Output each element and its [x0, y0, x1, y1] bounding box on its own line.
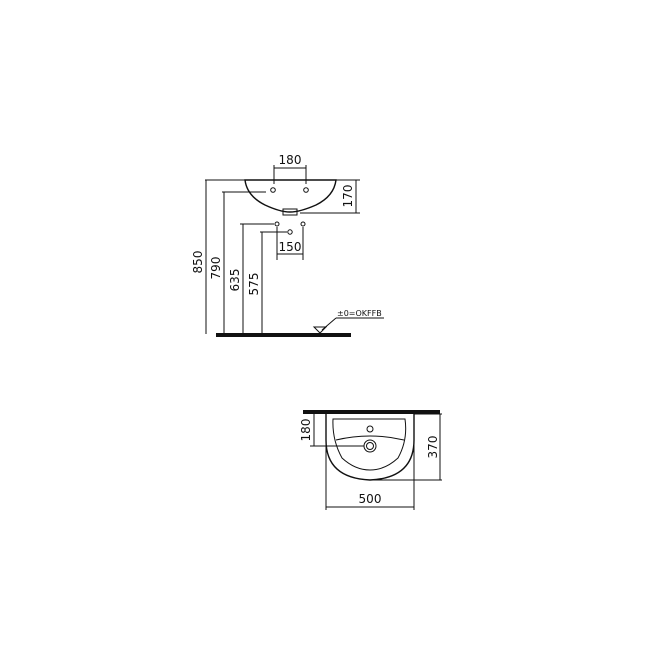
floor-level-marker — [312, 326, 328, 334]
dim-500: 500 — [359, 492, 382, 506]
dim-170: 170 — [341, 185, 355, 208]
top-view — [303, 410, 442, 510]
dim-575: 575 — [247, 273, 261, 296]
dim-180-depth: 180 — [299, 419, 313, 442]
dim-150: 150 — [279, 240, 302, 254]
dim-635: 635 — [228, 269, 242, 292]
wall-line — [303, 410, 440, 414]
side-view — [205, 165, 384, 337]
basin-side-outline — [244, 179, 337, 213]
bowl-inner-outline — [332, 418, 407, 471]
tap-hole-left — [270, 187, 276, 193]
supply-right — [300, 221, 306, 227]
dim-790: 790 — [209, 257, 223, 280]
floor-label: ±0=OKFFB — [337, 309, 382, 318]
dim-850: 850 — [191, 251, 205, 274]
drain — [363, 439, 377, 453]
drain-stub — [282, 208, 298, 216]
tap-hole — [366, 425, 374, 433]
tap-hole-right — [303, 187, 309, 193]
dim-180-top: 180 — [279, 153, 302, 167]
dim-370: 370 — [426, 436, 440, 459]
bowl-inner-contour — [335, 435, 405, 441]
supply-left — [274, 221, 280, 227]
floor-line — [216, 333, 351, 337]
waste-outlet — [287, 229, 293, 235]
